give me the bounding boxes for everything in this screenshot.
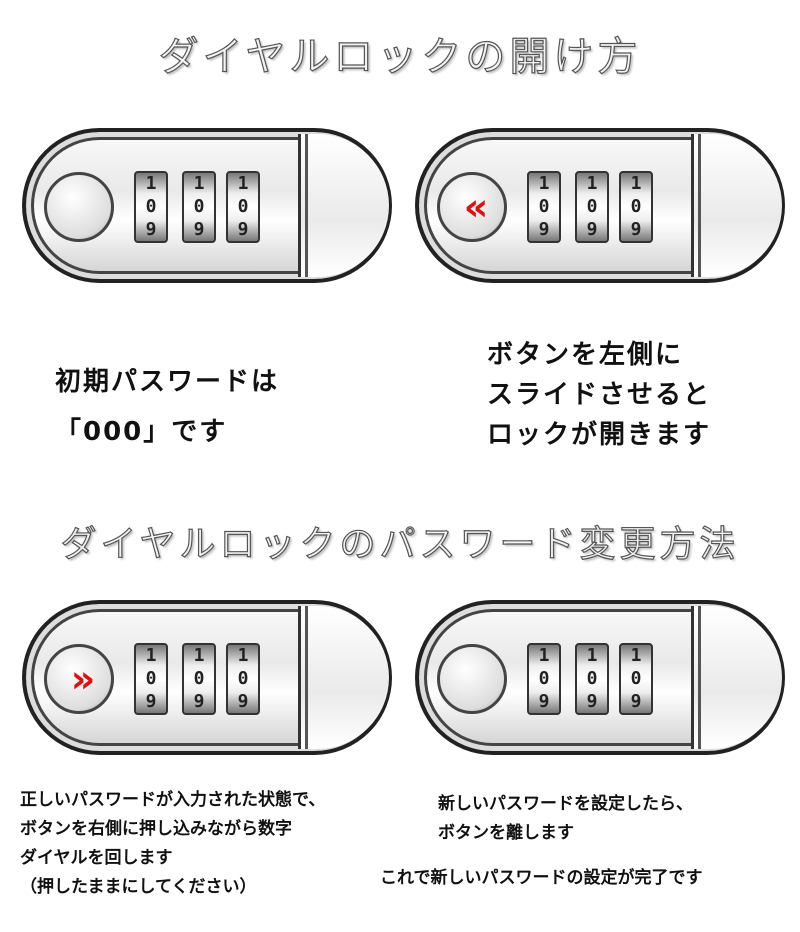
dial-digit: 0 bbox=[586, 195, 598, 217]
dial-digit: 0 bbox=[630, 667, 642, 689]
dial-digit: 9 bbox=[538, 690, 550, 712]
dial-digit: 1 bbox=[145, 645, 157, 667]
slide-button: « bbox=[437, 172, 507, 242]
dial-digit: 9 bbox=[237, 690, 249, 712]
dial-digit: 1 bbox=[630, 645, 642, 667]
dial-digit: 9 bbox=[586, 218, 598, 240]
dial-digit: 0 bbox=[145, 667, 157, 689]
dial-digit: 1 bbox=[145, 173, 157, 195]
initial-password-text: 初期パスワードは 「000」です bbox=[55, 362, 279, 452]
dial-digit: 0 bbox=[538, 667, 550, 689]
dial-digit: 1 bbox=[237, 645, 249, 667]
dial-digit: 0 bbox=[586, 667, 598, 689]
dial-digit: 1 bbox=[237, 173, 249, 195]
slide-button bbox=[437, 644, 507, 714]
text-line: 「000」です bbox=[55, 417, 228, 447]
complete-text: これで新しいパスワードの設定が完了です bbox=[380, 868, 703, 888]
dial-digit: 1 bbox=[193, 173, 205, 195]
right-chevron-icon: » bbox=[70, 657, 95, 701]
lock-shackle-cap bbox=[298, 134, 389, 277]
dial-digit: 0 bbox=[193, 667, 205, 689]
dial-digit: 9 bbox=[145, 690, 157, 712]
dial-digit: 0 bbox=[237, 667, 249, 689]
dial-digit: 1 bbox=[586, 645, 598, 667]
dial-digit: 9 bbox=[630, 218, 642, 240]
dial-digit: 9 bbox=[193, 690, 205, 712]
slide-instruction-text: ボタンを左側に スライドさせると ロックが開きます bbox=[487, 335, 711, 455]
text-line: ボタンを離します bbox=[438, 823, 574, 843]
step1-text: 正しいパスワードが入力された状態で、 ボタンを右側に押し込みながら数字 ダイヤル… bbox=[20, 786, 325, 902]
title-how-to-open: ダイヤルロックの開け方 bbox=[158, 33, 642, 80]
text-line: 初期パスワードは bbox=[55, 367, 280, 397]
slide-button: » bbox=[44, 644, 114, 714]
lock-shackle-cap bbox=[691, 606, 782, 749]
dial-digit: 1 bbox=[538, 645, 550, 667]
step2-text: 新しいパスワードを設定したら、 ボタンを離します bbox=[438, 790, 693, 848]
text-line: スライドさせると bbox=[487, 380, 712, 410]
text-line: ボタンを左側に bbox=[487, 340, 684, 370]
slide-button bbox=[44, 172, 114, 242]
dial-digit: 0 bbox=[145, 195, 157, 217]
text-line: 新しいパスワードを設定したら、 bbox=[438, 794, 693, 814]
left-chevron-icon: « bbox=[463, 185, 488, 229]
dial-digit: 0 bbox=[193, 195, 205, 217]
lock-shackle-cap bbox=[298, 606, 389, 749]
dial-digit: 9 bbox=[237, 218, 249, 240]
lock-shackle-cap bbox=[691, 134, 782, 277]
text-line: ロックが開きます bbox=[487, 420, 712, 450]
text-line: （押したままにしてください） bbox=[20, 877, 257, 897]
dial-digit: 0 bbox=[237, 195, 249, 217]
dial-digit: 0 bbox=[538, 195, 550, 217]
dial-digit: 1 bbox=[538, 173, 550, 195]
dial-digit: 1 bbox=[630, 173, 642, 195]
dial-digit: 1 bbox=[586, 173, 598, 195]
text-line: ボタンを右側に押し込みながら数字 bbox=[20, 819, 292, 839]
title-change-password: ダイヤルロックのパスワード変更方法 bbox=[60, 523, 740, 565]
dial-digit: 0 bbox=[630, 195, 642, 217]
dial-digit: 9 bbox=[538, 218, 550, 240]
text-line: ダイヤルを回します bbox=[20, 848, 173, 868]
dial-digit: 1 bbox=[193, 645, 205, 667]
dial-digit: 9 bbox=[586, 690, 598, 712]
dial-digit: 9 bbox=[630, 690, 642, 712]
dial-digit: 9 bbox=[145, 218, 157, 240]
text-line: 正しいパスワードが入力された状態で、 bbox=[20, 790, 326, 810]
dial-digit: 9 bbox=[193, 218, 205, 240]
